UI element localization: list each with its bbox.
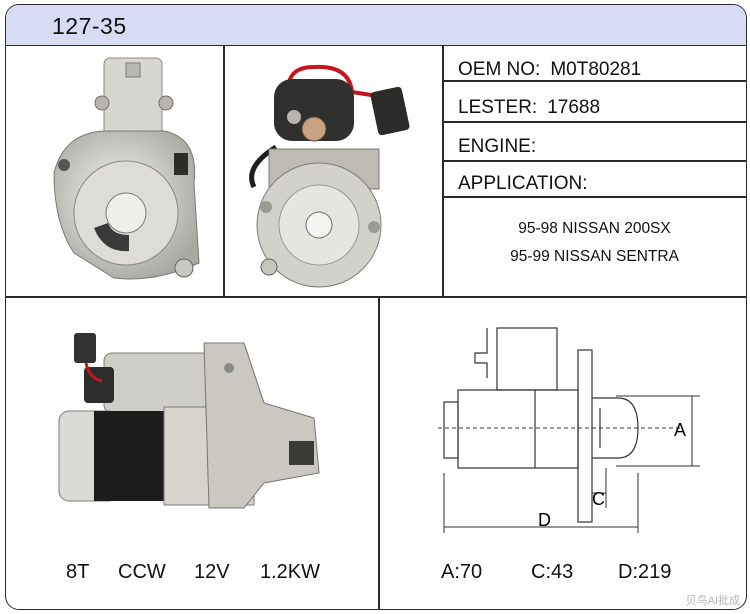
divider <box>223 45 225 297</box>
starter-side-photo <box>58 333 320 509</box>
dimension-d-label: D <box>538 510 551 530</box>
watermark: 贝鸟AI批成 <box>685 595 740 607</box>
dimension-d-value: D:219 <box>618 561 672 583</box>
application-item: 95-98 NISSAN 200SX <box>518 220 671 237</box>
divider <box>378 296 380 609</box>
rating-voltage: 12V <box>194 561 230 583</box>
dimension-c-value: C:43 <box>531 561 574 583</box>
engine-label: ENGINE: <box>458 136 537 157</box>
rating-teeth: 8T <box>66 561 90 583</box>
starter-front-photo <box>53 57 200 280</box>
rating-rotation: CCW <box>118 561 166 583</box>
rating-power: 1.2KW <box>260 561 321 583</box>
oem-value: M0T80281 <box>550 59 642 80</box>
lester-row: LESTER: 17688 <box>458 97 600 119</box>
divider <box>442 80 746 82</box>
dimension-a-value: A:70 <box>441 561 483 583</box>
model-number: 127-35 <box>52 13 127 39</box>
oem-row: OEM NO: M0T80281 <box>458 59 641 81</box>
divider <box>442 196 746 198</box>
divider <box>442 45 444 297</box>
header-bar: 127-35 <box>6 5 746 46</box>
product-card: 127-35 <box>5 4 747 610</box>
divider <box>6 296 746 298</box>
divider <box>442 121 746 123</box>
dimension-drawing: A C D <box>438 327 700 533</box>
lester-label: LESTER: <box>458 97 538 118</box>
starter-rear-photo <box>249 64 410 288</box>
divider <box>442 160 746 162</box>
lester-value: 17688 <box>547 97 601 118</box>
dimension-c-label: C <box>592 489 605 509</box>
dimension-a-label: A <box>674 420 686 440</box>
application-label: APPLICATION: <box>458 173 588 194</box>
application-item: 95-99 NISSAN SENTRA <box>510 248 679 265</box>
oem-label: OEM NO: <box>458 59 541 80</box>
application-list: 95-98 NISSAN 200SX 95-99 NISSAN SENTRA <box>442 196 746 296</box>
